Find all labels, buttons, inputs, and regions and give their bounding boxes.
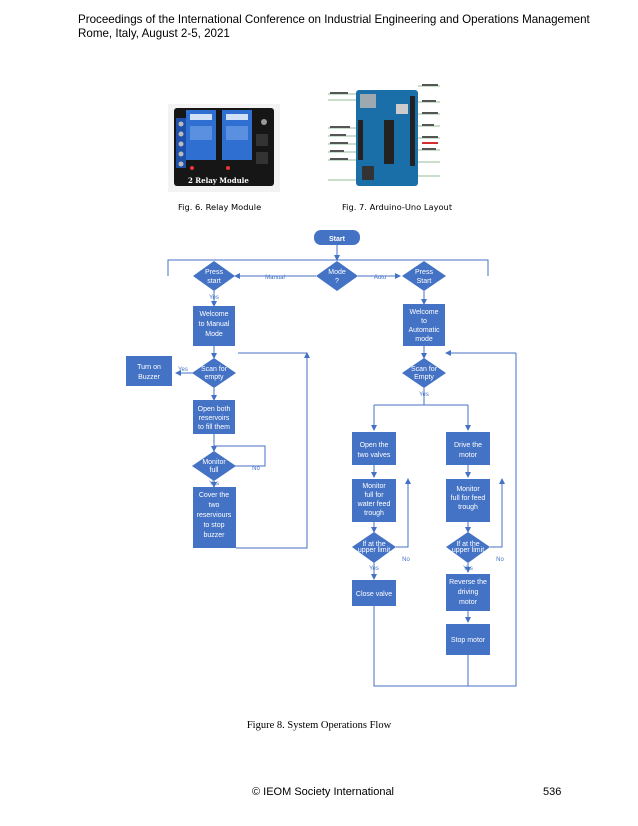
buzzer-2: Buzzer (138, 374, 160, 381)
scan-empty-manual (192, 358, 236, 388)
press-start-manual-text-1: Press (205, 269, 223, 276)
open-valves-box (352, 432, 396, 465)
drive-motor-1: Drive the (454, 442, 482, 449)
upper-limit-decision-1 (352, 532, 396, 563)
cover-4: to stop (203, 522, 224, 529)
upper-2-b: upper limit (452, 547, 484, 554)
mode-text-2: ? (335, 278, 339, 285)
cover-3: reserviours (197, 512, 232, 519)
drive-motor-box (446, 432, 490, 465)
cover-5: buzzer (203, 532, 225, 539)
cover-reservoirs-box (193, 487, 236, 548)
yes-2: Yes (178, 367, 188, 373)
cover-2: two (209, 502, 220, 509)
open-both-box (193, 400, 235, 434)
press-start-auto-text-2: Start (417, 278, 432, 285)
press-start-manual (193, 261, 235, 291)
upper-1-b: upper limit (358, 547, 390, 554)
manual-label: Manual (265, 275, 285, 281)
press-start-auto (402, 261, 446, 291)
mode-text-1: Mode (328, 269, 346, 276)
welcome-manual-1: Welcome (199, 311, 228, 318)
page-number: 536 (543, 786, 562, 798)
scan-auto-1: Scan for (411, 366, 438, 373)
reverse-2: driving (458, 589, 479, 596)
upper-limit-decision-2 (446, 532, 490, 563)
no-3: No (496, 557, 504, 563)
relay-module-image: 2 Relay Module (168, 104, 280, 192)
open-both-3: to fill them (198, 424, 230, 431)
open-both-1: Open both (198, 406, 231, 413)
press-start-auto-text-1: Press (415, 269, 433, 276)
arduino-uno-image (328, 80, 440, 194)
upper-2-a: If at the (456, 541, 479, 548)
cover-1: Cover the (199, 492, 229, 499)
upper-1-a: If at the (362, 541, 385, 548)
yes-3: Yes (209, 481, 219, 487)
mode-decision (316, 261, 358, 291)
monitor-feed-1: Monitor (456, 486, 480, 493)
close-valve-box (352, 580, 396, 606)
open-valves-1: Open the (360, 442, 389, 449)
monitor-full-2: full (210, 467, 219, 474)
press-start-manual-text-2: start (207, 278, 221, 285)
monitor-full-1: Monitor (202, 459, 226, 466)
yes-6: Yes (463, 566, 473, 572)
header-line-2: Rome, Italy, August 2-5, 2021 (78, 27, 230, 40)
drive-motor-2: motor (459, 452, 478, 459)
monitor-water-3: water feed (357, 501, 391, 508)
monitor-water-4: trough (364, 510, 384, 517)
buzzer-1: Turn on (137, 364, 161, 371)
system-operations-flowchart: Start Mode ? Press start Press Start Man… (126, 230, 517, 687)
monitor-feed-box (446, 479, 490, 522)
welcome-manual-box (193, 306, 235, 346)
monitor-water-2: full for (364, 492, 384, 499)
proceedings-header: Proceedings of the International Confere… (78, 13, 590, 41)
reverse-motor-box (446, 574, 490, 611)
monitor-feed-3: trough (458, 504, 478, 511)
figure-8-caption: Figure 8. System Operations Flow (246, 720, 392, 731)
scan-manual-2: empty (204, 374, 224, 381)
welcome-auto-2: to (421, 318, 427, 325)
no-1: No (252, 466, 260, 472)
monitor-water-box (352, 479, 396, 522)
auto-label: Auto (374, 275, 387, 281)
yes-5: Yes (369, 566, 379, 572)
fig6-caption: Fig. 6. Relay Module (178, 202, 262, 212)
welcome-manual-2: to Manual (199, 321, 230, 328)
start-terminal (314, 230, 360, 245)
header-line-1: Proceedings of the International Confere… (78, 13, 590, 26)
scan-auto-2: Empty (414, 374, 434, 381)
reverse-3: motor (459, 599, 478, 606)
scan-empty-auto (402, 358, 446, 388)
stop-motor-text: Stop motor (451, 637, 486, 644)
monitor-full-decision (192, 451, 236, 481)
open-both-2: reservoirs (199, 415, 230, 422)
welcome-auto-1: Welcome (409, 309, 438, 316)
copyright-footer: © IEOM Society International (252, 786, 395, 798)
welcome-auto-4: mode (415, 336, 433, 343)
yes-4: Yes (419, 392, 429, 398)
welcome-manual-3: Mode (205, 331, 223, 338)
close-valve-text: Close valve (356, 591, 392, 598)
scan-manual-1: Scan for (201, 366, 228, 373)
fig7-caption: Fig. 7. Arduino-Uno Layout (342, 202, 453, 212)
relay-module-label: 2 Relay Module (188, 176, 249, 185)
monitor-water-1: Monitor (362, 483, 386, 490)
monitor-feed-2: full for feed (451, 495, 486, 502)
turn-on-buzzer-box (126, 356, 172, 386)
reverse-1: Reverse the (449, 579, 487, 586)
stop-motor-box (446, 624, 490, 655)
no-2: No (402, 557, 410, 563)
open-valves-2: two valves (358, 452, 391, 459)
start-text: Start (329, 236, 346, 243)
welcome-auto-3: Automatic (408, 327, 440, 334)
yes-1: Yes (209, 295, 219, 301)
welcome-auto-box (403, 304, 445, 346)
